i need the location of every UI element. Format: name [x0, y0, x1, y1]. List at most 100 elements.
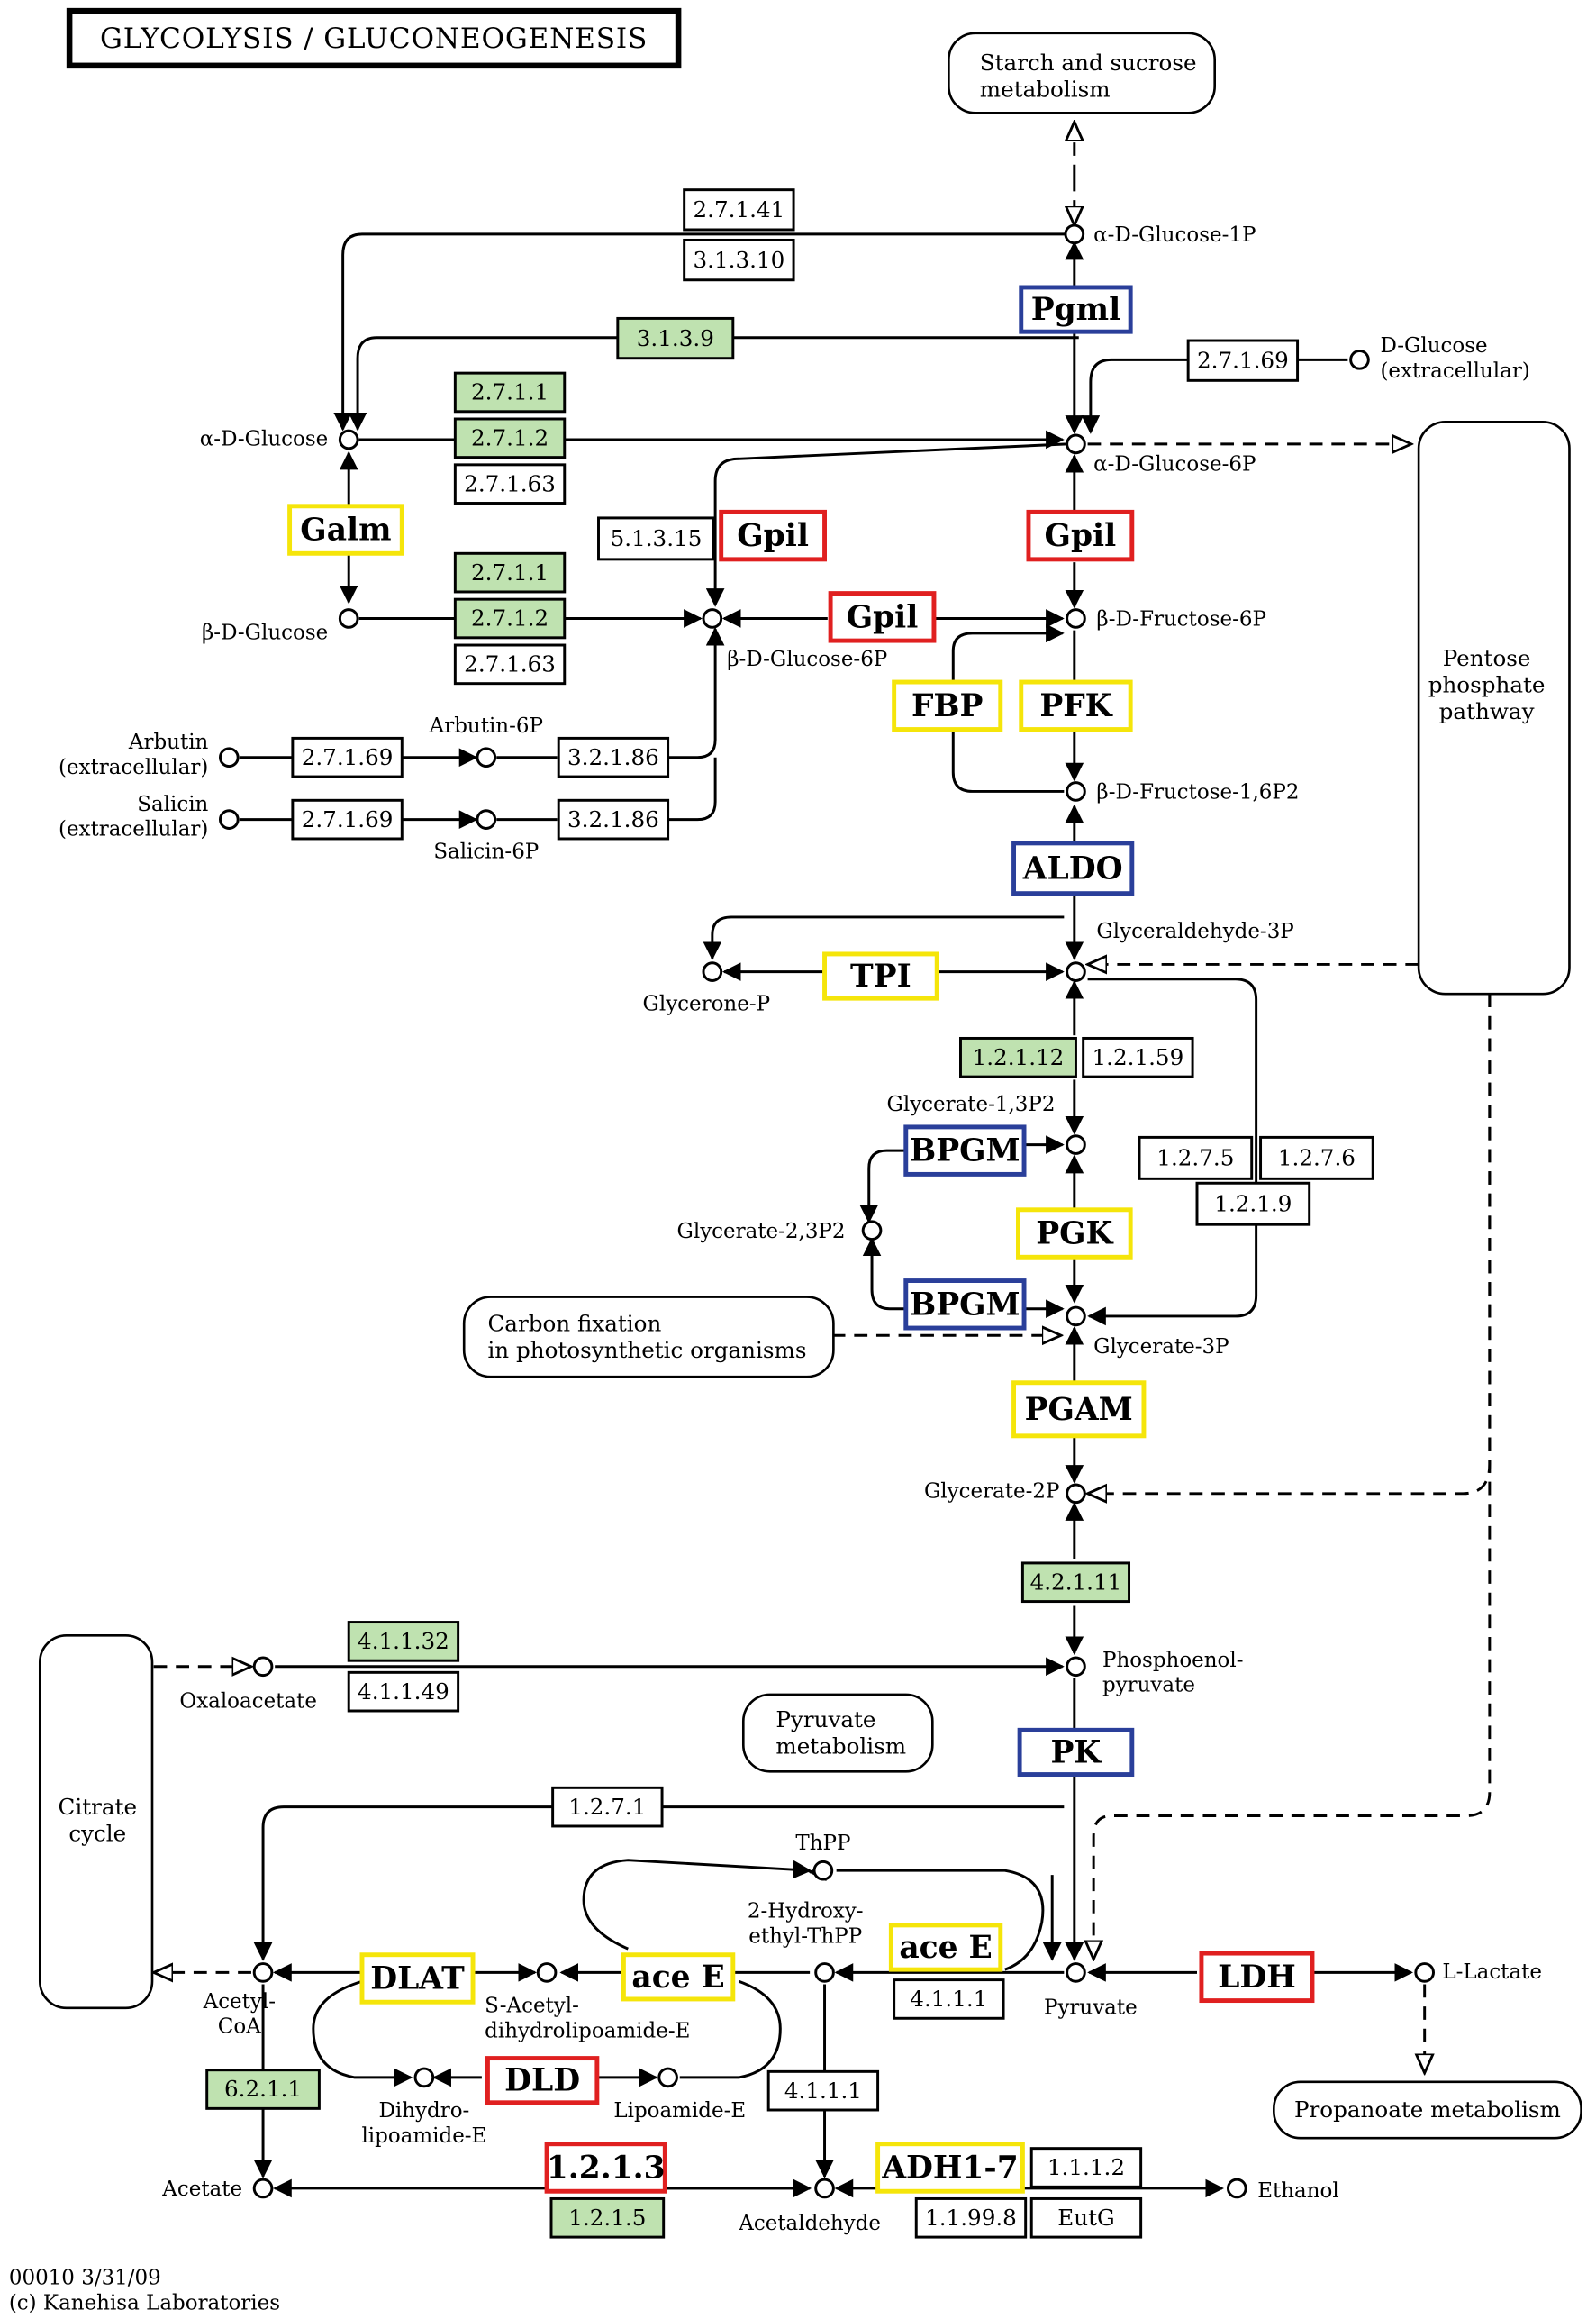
gene-galm[interactable]: Galm [287, 504, 404, 556]
gene-dld[interactable]: DLD [485, 2056, 600, 2105]
compound-node[interactable] [1066, 1962, 1086, 1983]
compound-node[interactable] [1066, 608, 1086, 629]
compound-node[interactable] [1066, 1656, 1086, 1678]
enzyme-e2712b[interactable]: 2.7.1.2 [453, 597, 567, 640]
enzyme-e12159[interactable]: 1.2.1.59 [1082, 1036, 1194, 1078]
compound-node[interactable] [218, 809, 240, 830]
compound-lac[interactable]: L-Lactate [1414, 1960, 1542, 1984]
compound-sacdl[interactable]: S-Acetyl-dihydrolipoamide-E [485, 1962, 690, 2043]
enzyme-e32186a[interactable]: 3.2.1.86 [557, 736, 670, 778]
compound-node[interactable] [252, 1656, 274, 1678]
enzyme-e41149[interactable]: 4.1.1.49 [347, 1670, 460, 1713]
compound-node[interactable] [536, 1962, 558, 1983]
compound-bg6p[interactable]: β-D-Glucose-6P [702, 608, 887, 671]
compound-g2p[interactable]: Glycerate-2P [924, 1480, 1086, 1505]
gene-ldh[interactable]: LDH [1199, 1951, 1315, 2004]
enzyme-e27141[interactable]: 2.7.1.41 [683, 188, 795, 232]
gene-aldo[interactable]: ALDO [1011, 841, 1135, 896]
gene-acee2[interactable]: ace E [888, 1923, 1003, 1972]
enzyme-e2711a[interactable]: 2.7.1.1 [453, 371, 567, 414]
compound-dglc[interactable]: D-Glucose(extracellular) [1349, 334, 1530, 383]
compound-acetate[interactable]: Acetate [161, 2178, 274, 2201]
compound-node[interactable] [1226, 2178, 1247, 2199]
compound-node[interactable] [1349, 350, 1370, 370]
compound-g13p[interactable]: Glycerate-1,3P2 [887, 1093, 1086, 1155]
compound-g1p[interactable]: α-D-Glucose-1P [1064, 223, 1256, 247]
gene-dlat[interactable]: DLAT [359, 1952, 476, 2005]
compound-ag6p[interactable]: α-D-Glucose-6P [1066, 433, 1256, 476]
enzyme-e1276[interactable]: 1.2.7.6 [1259, 1135, 1374, 1180]
compound-arb6p[interactable]: Arbutin-6P [429, 714, 543, 768]
gene-pfk[interactable]: PFK [1019, 679, 1133, 732]
compound-node[interactable] [1066, 1483, 1086, 1505]
compound-g23p[interactable]: Glycerate-2,3P2 [677, 1220, 883, 1243]
gene-e1213[interactable]: 1.2.1.3 [544, 2142, 667, 2194]
compound-node[interactable] [218, 747, 240, 768]
compound-pep[interactable]: Phosphoenol-pyruvate [1066, 1649, 1244, 1697]
compound-gap[interactable]: Glyceraldehyde-3P [1066, 920, 1294, 982]
gene-pk[interactable]: PK [1017, 1727, 1135, 1778]
compound-dhap[interactable]: Glycerone-P [643, 961, 771, 1016]
compound-node[interactable] [812, 1860, 834, 1881]
compound-node[interactable] [1066, 781, 1086, 802]
compound-node[interactable] [476, 809, 497, 830]
enzyme-e2711b[interactable]: 2.7.1.1 [453, 551, 567, 594]
compound-hethpp[interactable]: 2-Hydroxy-ethyl-ThPP [748, 1900, 864, 1983]
enzyme-e31310[interactable]: 3.1.3.10 [683, 238, 795, 282]
pathway-link-propanoate[interactable]: Propanoate metabolism [1273, 2080, 1582, 2140]
compound-node[interactable] [657, 2067, 678, 2088]
enzyme-e11998[interactable]: 1.1.99.8 [914, 2196, 1028, 2239]
compound-node[interactable] [1066, 433, 1086, 455]
gene-pgml[interactable]: Pgml [1019, 285, 1133, 334]
gene-pgam[interactable]: PGAM [1011, 1380, 1147, 1439]
enzyme-e3139[interactable]: 3.1.3.9 [616, 316, 735, 360]
enzyme-e42111[interactable]: 4.2.1.11 [1020, 1561, 1131, 1604]
enzyme-e27169c[interactable]: 2.7.1.69 [291, 798, 404, 841]
compound-node[interactable] [252, 1962, 274, 1983]
enzyme-e1275[interactable]: 1.2.7.5 [1138, 1135, 1254, 1180]
compound-node[interactable] [1066, 961, 1086, 982]
compound-arb[interactable]: Arbutin(extracellular) [59, 731, 240, 779]
enzyme-e2712a[interactable]: 2.7.1.2 [453, 417, 567, 459]
compound-node[interactable] [702, 608, 723, 629]
gene-tpi[interactable]: TPI [822, 951, 939, 1001]
compound-node[interactable] [338, 429, 359, 450]
enzyme-e51315[interactable]: 5.1.3.15 [597, 516, 715, 561]
gene-bpgm1[interactable]: BPGM [903, 1124, 1027, 1177]
compound-pyr[interactable]: Pyruvate [1044, 1962, 1138, 2020]
enzyme-e1215[interactable]: 1.2.1.5 [549, 2196, 666, 2239]
gene-gpil2[interactable]: Gpil [1026, 509, 1135, 562]
enzyme-e4111a[interactable]: 4.1.1.1 [893, 1978, 1005, 2020]
gene-pgk[interactable]: PGK [1016, 1207, 1133, 1260]
compound-node[interactable] [702, 961, 723, 982]
compound-bglc[interactable]: β-D-Glucose [202, 608, 359, 645]
compound-node[interactable] [252, 2178, 274, 2199]
compound-node[interactable] [413, 2067, 435, 2088]
compound-bf6p[interactable]: β-D-Fructose-6P [1066, 608, 1266, 632]
compound-node[interactable] [814, 1962, 835, 1983]
compound-sal[interactable]: Salicin(extracellular) [59, 793, 240, 841]
compound-node[interactable] [1064, 223, 1085, 245]
compound-g3p[interactable]: Glycerate-3P [1066, 1305, 1229, 1359]
compound-node[interactable] [1066, 1305, 1086, 1327]
compound-lipo[interactable]: Lipoamide-E [613, 2067, 746, 2123]
gene-fbp[interactable]: FBP [892, 679, 1003, 732]
enzyme-e27163a[interactable]: 2.7.1.63 [453, 463, 567, 505]
compound-node[interactable] [814, 2178, 835, 2199]
enzyme-e1271[interactable]: 1.2.7.1 [551, 1786, 664, 1828]
compound-oaa[interactable]: Oxaloacetate [179, 1656, 317, 1714]
compound-acald[interactable]: Acetaldehyde [738, 2178, 881, 2235]
compound-node[interactable] [1414, 1962, 1435, 1983]
gene-gpil1[interactable]: Gpil [719, 509, 827, 562]
enzyme-e1219[interactable]: 1.2.1.9 [1195, 1181, 1311, 1226]
enzyme-e6211[interactable]: 6.2.1.1 [205, 2069, 321, 2110]
compound-thpp[interactable]: ThPP [795, 1832, 850, 1881]
compound-node[interactable] [861, 1220, 883, 1241]
compound-node[interactable] [338, 608, 359, 629]
compound-node[interactable] [1066, 1134, 1086, 1155]
